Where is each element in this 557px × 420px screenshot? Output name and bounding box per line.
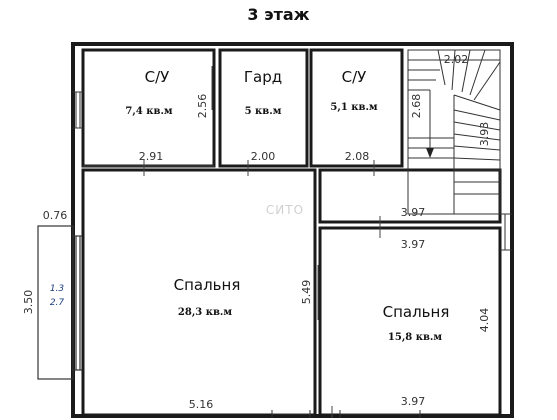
dim-stair-run: 2.68 (410, 94, 423, 119)
dim-bedroom2-bottom: 3.97 (401, 395, 426, 408)
balcony-label-top: 1.3 (50, 284, 65, 294)
dim-stair-width: 2.02 (444, 53, 469, 66)
bedroom2-area: 15,8 кв.м (388, 332, 442, 343)
watermark: СИТО (266, 203, 304, 217)
bath2-name: С/У (342, 68, 367, 86)
dim-balcony-height: 3.50 (22, 290, 35, 315)
dim-bedroom2-top: 3.97 (401, 238, 426, 251)
interior-walls (81, 48, 502, 417)
dim-stair-height: 3.93 (478, 122, 491, 147)
dim-bedroom1-height: 5.49 (300, 280, 313, 305)
dim-hall-width: 3.97 (401, 206, 426, 219)
dressing-name: Гард (244, 68, 282, 86)
dim-bedroom2-height: 4.04 (478, 308, 491, 333)
floor-title: 3 этаж (247, 5, 310, 24)
outer-walls (71, 42, 514, 418)
staircase (407, 49, 501, 215)
stair-arrow-icon (426, 148, 434, 158)
dimension-lines (83, 66, 381, 418)
bath2-area: 5,1 кв.м (330, 102, 378, 113)
dim-bath-height: 2.56 (196, 94, 209, 119)
bedroom1-name: Спальня (174, 276, 241, 294)
dim-balcony-width: 0.76 (43, 209, 68, 222)
dim-bath1-width: 2.91 (139, 150, 164, 163)
bedroom1-area: 28,3 кв.м (178, 307, 232, 318)
dim-bedroom1-width: 5.16 (189, 398, 214, 411)
bath1-area: 7,4 кв.м (125, 106, 173, 117)
balcony-label-bottom: 2.7 (50, 298, 65, 308)
windows (73, 91, 512, 418)
balcony (37, 225, 82, 380)
bedroom2-name: Спальня (383, 303, 450, 321)
bath1-name: С/У (145, 68, 170, 86)
dim-bath2-width: 2.08 (345, 150, 370, 163)
dim-dressing-width: 2.00 (251, 150, 276, 163)
dressing-area: 5 кв.м (245, 106, 282, 117)
